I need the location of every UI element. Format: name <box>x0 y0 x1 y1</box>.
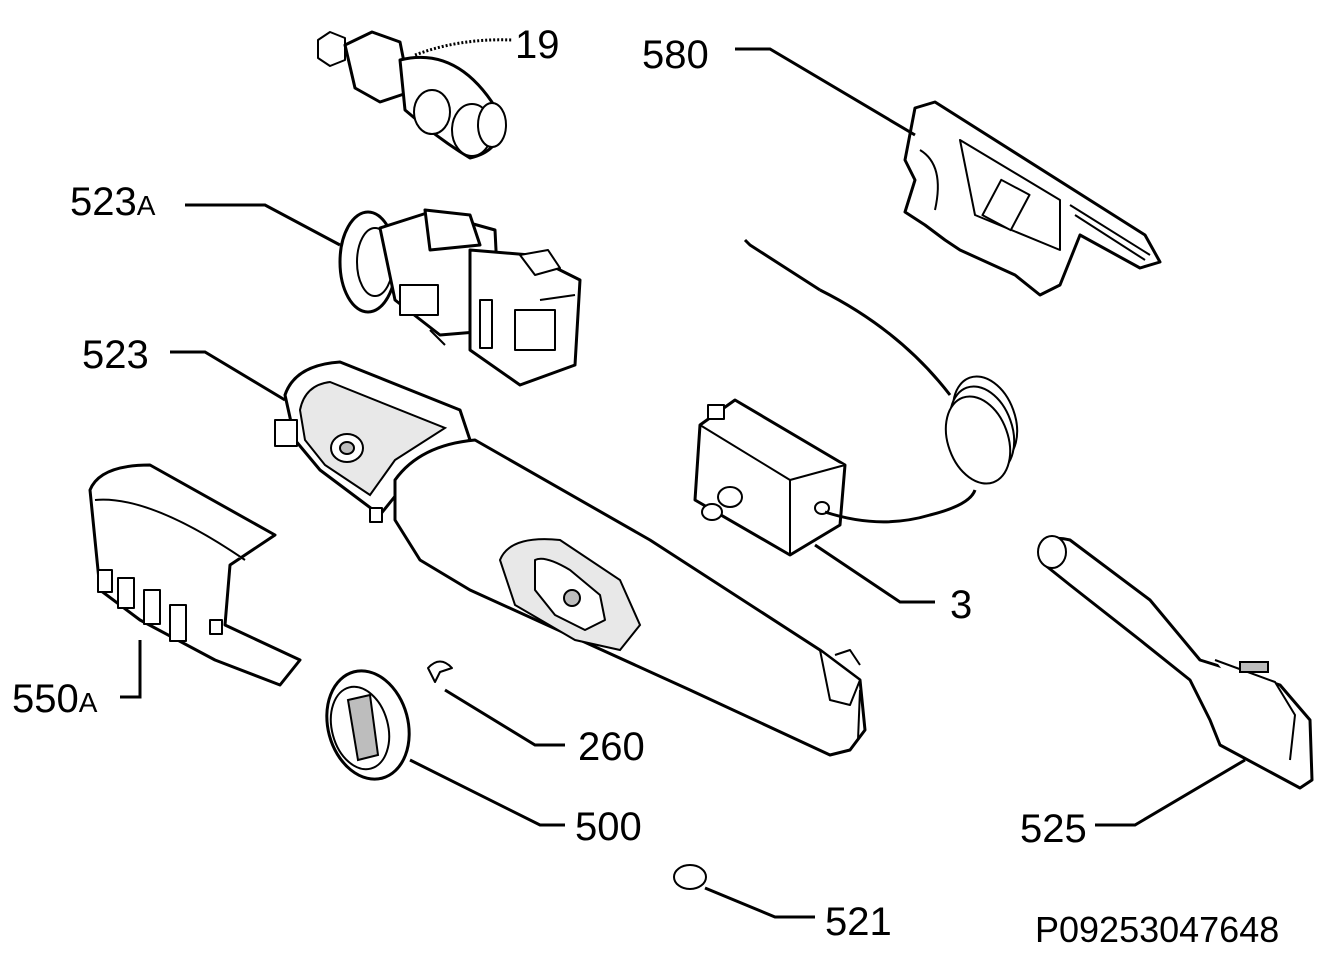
lamp-part-19 <box>317 30 513 160</box>
callout-523A-suffix: A <box>137 190 156 221</box>
callout-550A-number: 550 <box>12 677 79 721</box>
callout-550A: 550A <box>12 677 98 721</box>
drawing-reference-number: P09253047648 <box>1035 909 1279 950</box>
switch-part-523A <box>338 208 582 387</box>
callout-260: 260 <box>578 725 645 769</box>
ring-part-521 <box>673 864 707 890</box>
cover-plate-part-580 <box>903 100 1162 297</box>
callout-523A-number: 523 <box>70 180 137 224</box>
handle-part-525 <box>1037 535 1314 790</box>
clip-part-260 <box>427 660 453 683</box>
callout-521: 521 <box>825 900 892 944</box>
cover-part-550A <box>88 463 302 687</box>
callout-523A: 523A <box>70 180 156 224</box>
housing-part-523 <box>274 360 867 757</box>
thermostat-part-3 <box>693 238 1019 557</box>
callout-500: 500 <box>575 805 642 849</box>
callout-523: 523 <box>82 333 149 377</box>
callout-550A-suffix: A <box>79 687 98 718</box>
callout-580: 580 <box>642 33 709 77</box>
callout-525: 525 <box>1020 807 1087 851</box>
callout-3: 3 <box>950 583 972 627</box>
knob-part-500 <box>325 669 411 781</box>
callout-19: 19 <box>515 23 560 67</box>
leader-lines <box>120 47 1246 919</box>
